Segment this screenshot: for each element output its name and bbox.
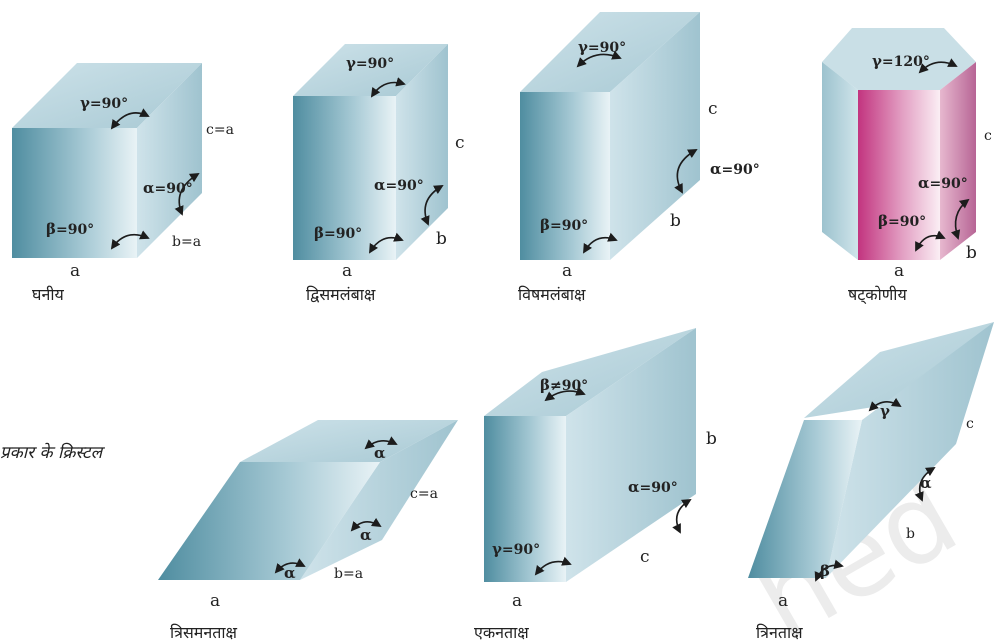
hexagonal-left-face: [822, 62, 858, 260]
cubic-b-label: b=a: [172, 234, 201, 250]
triclinic-c-label: c: [966, 416, 974, 432]
rhombohedral-crystal: α c=a α α b=a a त्रिसमनताक्ष: [158, 420, 458, 642]
orthorhombic-b-label: b: [670, 211, 681, 231]
hexagonal-crystal: γ=120° c α=90° β=90° b a षट्कोणीय: [822, 28, 992, 305]
hexagonal-c-label: c: [984, 128, 992, 144]
tetragonal-name: द्विसमलंबाक्ष: [306, 285, 376, 304]
orthorhombic-a-label: a: [562, 261, 572, 281]
orthorhombic-beta-label: β=90°: [540, 216, 588, 234]
triclinic-crystal: γ c α b β a त्रिनताक्ष: [748, 322, 994, 642]
tetragonal-b-label: b: [436, 229, 447, 249]
monoclinic-gamma-label: γ=90°: [492, 540, 540, 558]
rhombohedral-side-face: [300, 420, 458, 580]
triclinic-b-label: b: [906, 526, 915, 542]
hexagonal-back-right-face: [940, 62, 976, 260]
tetragonal-a-label: a: [342, 261, 352, 281]
tetragonal-crystal: γ=90° c α=90° β=90° b a द्विसमलंबाक्ष: [293, 44, 465, 304]
monoclinic-name: एकनताक्ष: [474, 623, 529, 642]
triclinic-a-label: a: [778, 591, 788, 611]
monoclinic-beta-label: β≠90°: [540, 376, 588, 394]
cubic-c-label: c=a: [206, 122, 234, 138]
hexagonal-b-label: b: [966, 243, 977, 263]
orthorhombic-name: विषमलंबाक्ष: [518, 285, 586, 304]
rhombohedral-alpha-mid: α: [360, 526, 372, 544]
cubic-a-label: a: [70, 261, 80, 281]
cubic-beta-label: β=90°: [46, 220, 94, 238]
tetragonal-c-label: c: [455, 133, 465, 153]
tetragonal-front-face: [293, 96, 396, 260]
monoclinic-front-face: [484, 416, 566, 582]
hexagonal-alpha-label: α=90°: [918, 174, 968, 192]
orthorhombic-crystal: γ=90° c α=90° β=90° b a विषमलंबाक्ष: [518, 12, 760, 304]
hexagonal-name: षट्कोणीय: [848, 285, 907, 305]
rhombohedral-b-label: b=a: [334, 566, 363, 582]
triclinic-side-face: [826, 322, 994, 578]
rhombohedral-front-face: [158, 462, 380, 580]
monoclinic-crystal: β≠90° b α=90° γ=90° c a एकनताक्ष: [474, 328, 717, 642]
orthorhombic-alpha-label: α=90°: [710, 160, 760, 178]
cubic-alpha-label: α=90°: [143, 179, 193, 197]
triclinic-top-face: [804, 322, 994, 418]
orthorhombic-front-face: [520, 92, 610, 260]
monoclinic-side-face: [566, 328, 696, 582]
cubic-crystal: γ=90° c=a α=90° β=90° b=a a घनीय: [12, 63, 234, 304]
cubic-gamma-label: γ=90°: [80, 94, 128, 112]
section-heading: प्रकार के क्रिस्टल: [0, 442, 106, 463]
orthorhombic-c-label: c: [708, 99, 718, 119]
rhombohedral-alpha-top: α: [374, 444, 386, 462]
orthorhombic-side-face: [610, 12, 700, 260]
cubic-front-face: [12, 128, 137, 258]
tetragonal-beta-label: β=90°: [314, 224, 362, 242]
monoclinic-top-face: [484, 328, 696, 416]
triclinic-name: त्रिनताक्ष: [756, 623, 803, 642]
hexagonal-top-face: [822, 28, 976, 90]
hexagonal-beta-label: β=90°: [878, 212, 926, 230]
hexagonal-gamma-label: γ=120°: [872, 52, 930, 70]
triclinic-alpha-label: α: [920, 474, 932, 492]
orthorhombic-gamma-label: γ=90°: [578, 38, 626, 56]
rhombohedral-alpha-bottom: α: [284, 564, 296, 582]
rhombohedral-c-label: c=a: [410, 486, 438, 502]
cubic-name: घनीय: [32, 285, 64, 304]
triclinic-front-face: [748, 420, 862, 578]
rhombohedral-top-face: [240, 420, 458, 462]
monoclinic-b-label: b: [706, 429, 717, 449]
triclinic-gamma-label: γ: [880, 402, 890, 420]
monoclinic-c-label: c: [640, 547, 650, 567]
monoclinic-alpha-label: α=90°: [628, 478, 678, 496]
monoclinic-a-label: a: [512, 591, 522, 611]
tetragonal-top-face: [293, 44, 448, 96]
rhombohedral-a-label: a: [210, 591, 220, 611]
tetragonal-gamma-label: γ=90°: [346, 54, 394, 72]
hexagonal-a-label: a: [894, 261, 904, 281]
cubic-top-face: [12, 63, 202, 128]
rhombohedral-name: त्रिसमनताक्ष: [170, 623, 238, 642]
tetragonal-alpha-label: α=90°: [374, 176, 424, 194]
triclinic-beta-label: β: [820, 562, 830, 580]
